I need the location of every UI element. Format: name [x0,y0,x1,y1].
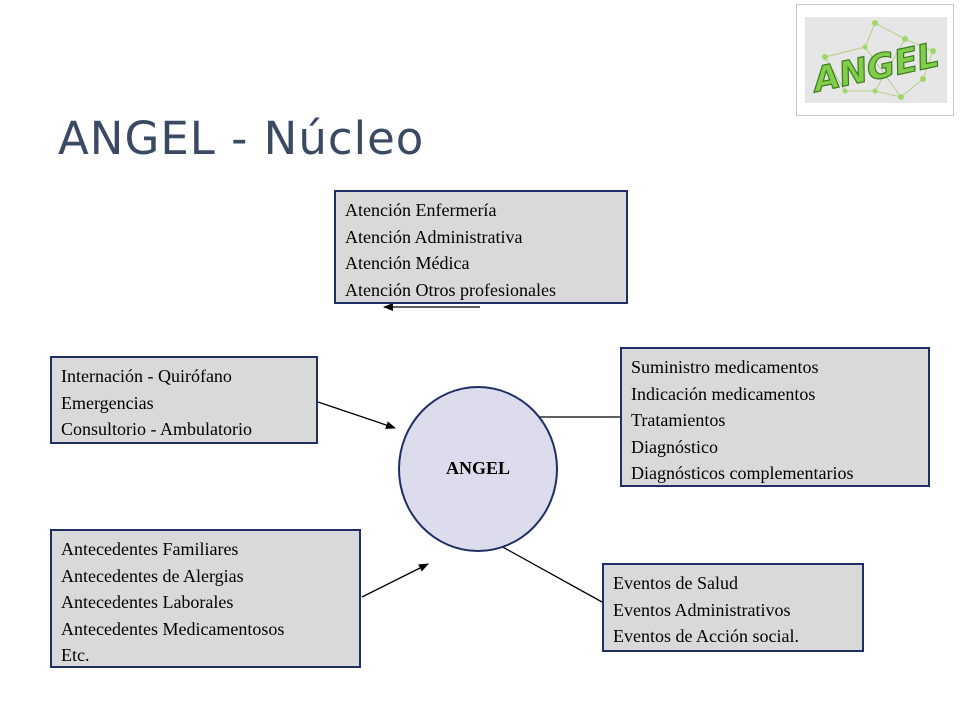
arrow-from-antecedentes [361,563,429,598]
suministro-item: Suministro medicamentos [631,357,819,377]
eventos-item: Eventos Administrativos [613,599,791,620]
suministro-item: Diagnósticos complementarios [631,463,854,483]
suministro-item: Indicación medicamentos [631,383,816,404]
internacion-box: Internación - Quirófano Emergencias Cons… [50,356,318,444]
atencion-item: Atención Otros profesionales [345,279,556,300]
angel-logo: ANGEL [796,4,954,116]
antecedentes-item: Antecedentes Medicamentosos [61,618,285,639]
internacion-item: Emergencias [61,392,154,413]
molecule-logo-icon: ANGEL [805,17,947,103]
suministro-item: Diagnóstico [631,436,718,457]
atencion-item: Atención Enfermería [345,200,497,220]
hub-label: ANGEL [445,458,510,478]
eventos-item: Eventos de Acción social. [613,626,799,646]
atencion-item: Atención Médica [345,253,470,273]
internacion-item: Internación - Quirófano [61,366,232,386]
eventos-item: Eventos de Salud [613,573,738,593]
atencion-item: Atención Administrativa [345,226,523,247]
atencion-box: Atención Enfermería Atención Administrat… [334,190,628,304]
antecedentes-item: Etc. [61,645,90,665]
antecedentes-item: Antecedentes Familiares [61,539,239,559]
internacion-item: Consultorio - Ambulatorio [61,419,252,439]
eventos-box: Eventos de Salud Eventos Administrativos… [602,563,864,652]
arrow-from-internacion [317,401,396,429]
suministro-box: Suministro medicamentos Indicación medic… [620,347,930,487]
antecedentes-item: Antecedentes de Alergias [61,565,244,586]
page-title: ANGEL - Núcleo [58,112,425,165]
suministro-item: Tratamientos [631,410,726,430]
angel-hub-circle: ANGEL [398,386,558,552]
antecedentes-box: Antecedentes Familiares Antecedentes de … [50,529,361,668]
antecedentes-item: Antecedentes Laborales [61,592,234,612]
